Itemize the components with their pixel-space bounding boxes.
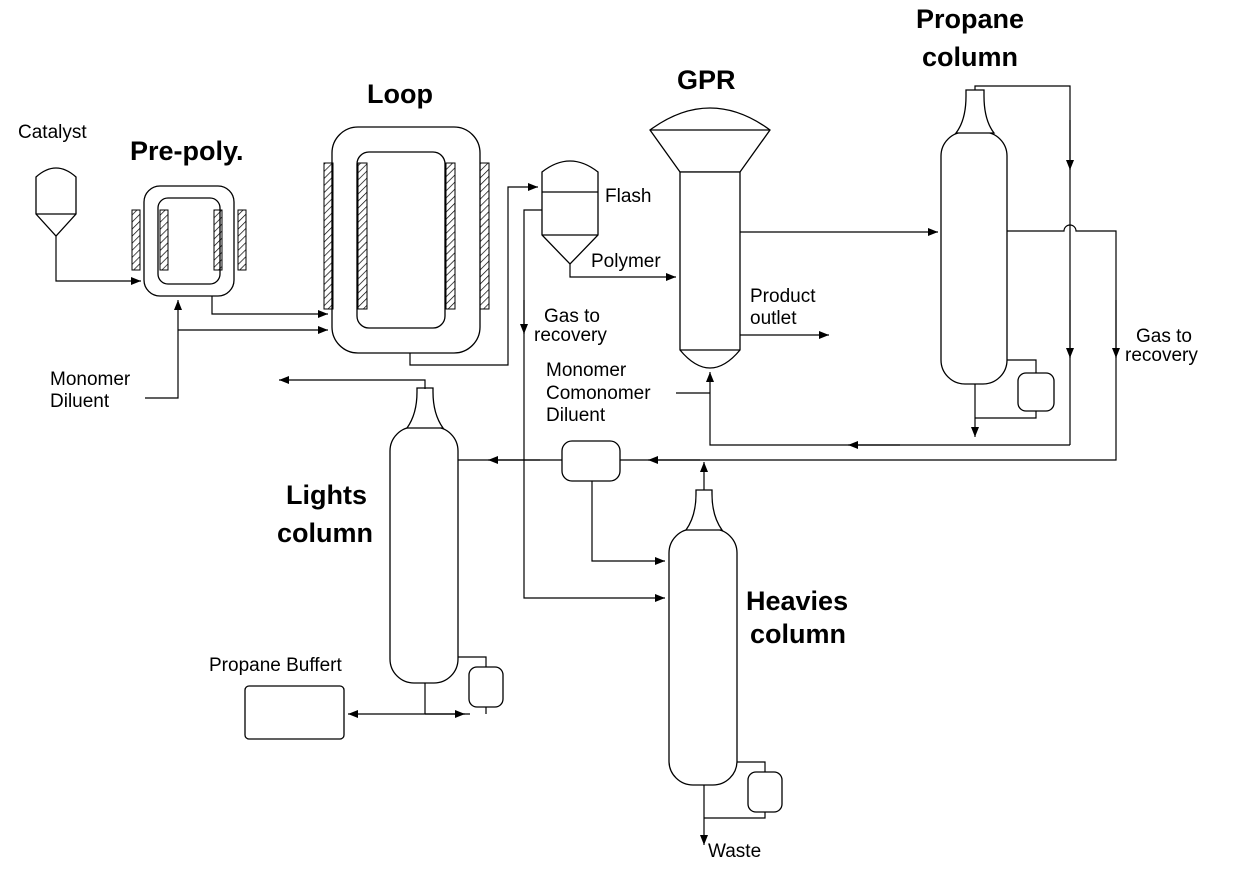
piping bbox=[55, 85, 1120, 845]
flash-vessel bbox=[541, 160, 599, 265]
waste-label: Waste bbox=[708, 841, 761, 862]
lights-column-title-2: column bbox=[277, 518, 373, 548]
gpr-title: GPR bbox=[677, 65, 736, 95]
catalyst-label: Catalyst bbox=[18, 122, 87, 143]
loop-reactor bbox=[323, 126, 490, 354]
recycle-exchanger bbox=[561, 440, 621, 482]
gas-to-recovery-right-label-2: recovery bbox=[1125, 345, 1198, 366]
propane-column-title-2: column bbox=[922, 42, 1018, 72]
flash-label: Flash bbox=[605, 186, 651, 207]
pre-poly-reactor bbox=[131, 185, 247, 297]
pre-poly-title: Pre-poly. bbox=[130, 136, 244, 166]
product-outlet-label-2: outlet bbox=[750, 308, 797, 329]
propane-buffert-label: Propane Buffert bbox=[209, 655, 342, 676]
heavies-column-title-2: column bbox=[750, 619, 846, 649]
gas-to-recovery-right-label: Gas to bbox=[1136, 326, 1192, 347]
monomer-diluent-label-2: Diluent bbox=[50, 391, 110, 412]
catalyst-hopper bbox=[35, 167, 77, 237]
gas-to-recovery-mid-label-2: recovery bbox=[534, 325, 607, 346]
propane-buffer-tank bbox=[244, 685, 345, 740]
monomer-diluent-label: Monomer bbox=[50, 369, 131, 390]
heavies-column bbox=[668, 489, 783, 813]
monomer-comonomer-label-3: Diluent bbox=[546, 405, 606, 426]
propane-column bbox=[940, 89, 1055, 412]
gpr-reactor bbox=[649, 107, 771, 369]
gas-to-recovery-mid-label: Gas to bbox=[544, 306, 600, 327]
loop-title: Loop bbox=[367, 79, 433, 109]
lights-column-title: Lights bbox=[286, 480, 367, 510]
heavies-column-title: Heavies bbox=[746, 586, 848, 616]
product-outlet-label: Product bbox=[750, 286, 816, 307]
propane-column-title: Propane bbox=[916, 4, 1024, 34]
polymer-label: Polymer bbox=[591, 251, 661, 272]
monomer-comonomer-label-2: Comonomer bbox=[546, 383, 651, 404]
monomer-comonomer-label: Monomer bbox=[546, 360, 627, 381]
